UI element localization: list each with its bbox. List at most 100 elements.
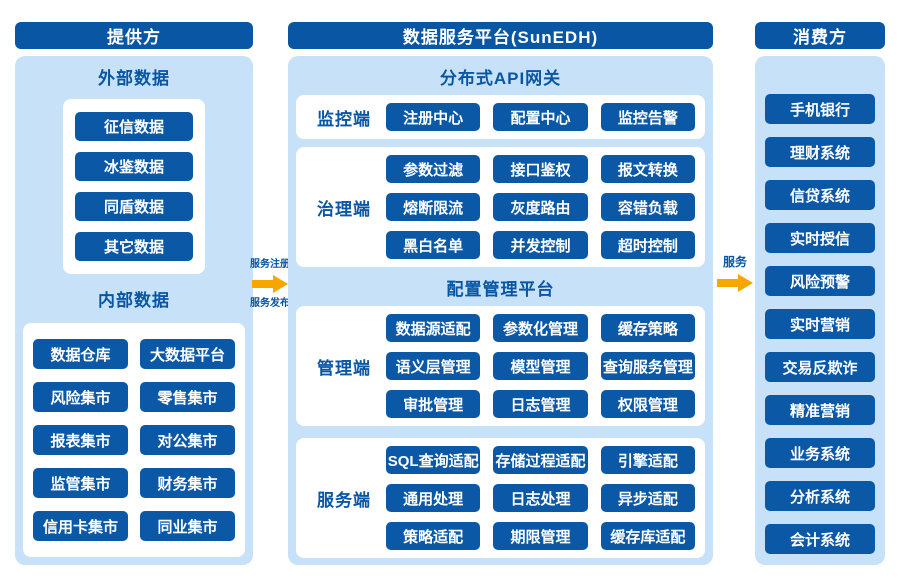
service-row-2: 策略适配 期限管理 缓存库适配 [386, 522, 695, 550]
management-row-0: 数据源适配 参数化管理 缓存策略 [386, 314, 695, 342]
node-engine-adapter: 引擎适配 [600, 446, 695, 474]
right-arrow-icon [717, 274, 753, 292]
node-async-adapter: 异步适配 [600, 484, 695, 512]
external-data-box: 征信数据 冰鉴数据 同盾数据 其它数据 [63, 99, 205, 274]
service-label: 服务 [722, 255, 747, 269]
node-registry-center: 注册中心 [386, 103, 481, 131]
config-platform-title: 配置管理平台 [446, 280, 555, 299]
node-internal-0: 数据仓库 [33, 339, 128, 369]
node-concurrency-control: 并发控制 [493, 231, 588, 259]
node-external-0: 征信数据 [75, 112, 193, 141]
service-rows: SQL查询适配 存储过程适配 引擎适配 通用处理 日志处理 异步适配 策略适配 … [386, 446, 695, 550]
node-parameterized-mgmt: 参数化管理 [493, 314, 588, 342]
node-internal-6: 监管集市 [33, 468, 128, 498]
node-internal-4: 报表集市 [33, 425, 128, 455]
node-internal-1: 大数据平台 [140, 339, 235, 369]
internal-data-box: 数据仓库 大数据平台 风险集市 零售集市 报表集市 对公集市 监管集市 财务集市… [23, 323, 245, 557]
node-cache-policy: 缓存策略 [600, 314, 695, 342]
service-row-1: 通用处理 日志处理 异步适配 [386, 484, 695, 512]
consumer-panel: 手机银行 理财系统 信贷系统 实时授信 风险预警 实时营销 交易反欺诈 精准营销… [755, 56, 885, 565]
management-row-1: 语义层管理 模型管理 查询服务管理 [386, 352, 695, 380]
management-section: 管理端 数据源适配 参数化管理 缓存策略 语义层管理 模型管理 查询服务管理 审… [296, 306, 705, 426]
node-query-service-mgmt: 查询服务管理 [600, 352, 695, 380]
external-data-title: 外部数据 [98, 69, 170, 88]
node-gray-routing: 灰度路由 [493, 193, 588, 221]
node-stored-proc-adapter: 存储过程适配 [493, 446, 588, 474]
monitor-rows: 注册中心 配置中心 监控告警 [386, 103, 695, 131]
node-api-auth: 接口鉴权 [493, 155, 588, 183]
node-message-transform: 报文转换 [600, 155, 695, 183]
platform-panel: 分布式API网关 监控端 注册中心 配置中心 监控告警 治理端 参数过滤 接口鉴… [288, 56, 713, 565]
platform-header: 数据服务平台(SunEDH) [288, 22, 713, 49]
provider-header: 提供方 [15, 22, 253, 49]
service-section: 服务端 SQL查询适配 存储过程适配 引擎适配 通用处理 日志处理 异步适配 策… [296, 438, 705, 558]
node-consumer-2: 信贷系统 [765, 180, 875, 210]
platform-column: 数据服务平台(SunEDH) 分布式API网关 监控端 注册中心 配置中心 监控… [288, 22, 713, 565]
node-consumer-9: 分析系统 [765, 481, 875, 511]
node-config-center: 配置中心 [493, 103, 588, 131]
monitor-row-0: 注册中心 配置中心 监控告警 [386, 103, 695, 131]
node-internal-8: 信用卡集市 [33, 511, 128, 541]
provider-panel: 外部数据 征信数据 冰鉴数据 同盾数据 其它数据 内部数据 数据仓库 大数据平台… [15, 56, 253, 565]
node-timeout-control: 超时控制 [600, 231, 695, 259]
governance-row-2: 黑白名单 并发控制 超时控制 [386, 231, 695, 259]
node-fault-tolerance: 容错负载 [600, 193, 695, 221]
service-publish-label: 服务发布 [250, 298, 290, 309]
provider-column: 提供方 外部数据 征信数据 冰鉴数据 同盾数据 其它数据 内部数据 数据仓库 大… [15, 22, 253, 565]
node-monitor-alert: 监控告警 [600, 103, 695, 131]
node-permission-mgmt: 权限管理 [600, 390, 695, 418]
node-general-processing: 通用处理 [386, 484, 481, 512]
consumer-header: 消费方 [755, 22, 885, 49]
node-consumer-8: 业务系统 [765, 438, 875, 468]
node-external-1: 冰鉴数据 [75, 152, 193, 181]
node-consumer-0: 手机银行 [765, 94, 875, 124]
node-consumer-10: 会计系统 [765, 524, 875, 554]
management-section-label: 管理端 [317, 358, 371, 378]
node-internal-3: 零售集市 [140, 382, 235, 412]
node-consumer-1: 理财系统 [765, 137, 875, 167]
service-section-label: 服务端 [317, 490, 371, 510]
node-log-processing: 日志处理 [493, 484, 588, 512]
governance-section-label: 治理端 [317, 199, 371, 219]
node-sql-query-adapter: SQL查询适配 [386, 446, 481, 474]
node-approval-mgmt: 审批管理 [386, 390, 481, 418]
governance-row-0: 参数过滤 接口鉴权 报文转换 [386, 155, 695, 183]
node-consumer-7: 精准营销 [765, 395, 875, 425]
node-internal-7: 财务集市 [140, 468, 235, 498]
node-consumer-6: 交易反欺诈 [765, 352, 875, 382]
right-arrow-icon [252, 275, 288, 293]
service-row-0: SQL查询适配 存储过程适配 引擎适配 [386, 446, 695, 474]
node-consumer-5: 实时营销 [765, 309, 875, 339]
node-semantic-layer-mgmt: 语义层管理 [386, 352, 481, 380]
node-policy-adapter: 策略适配 [386, 522, 481, 550]
governance-rows: 参数过滤 接口鉴权 报文转换 熔断限流 灰度路由 容错负载 黑白名单 并发控制 … [386, 155, 695, 259]
node-cache-db-adapter: 缓存库适配 [600, 522, 695, 550]
node-consumer-4: 风险预警 [765, 266, 875, 296]
governance-section: 治理端 参数过滤 接口鉴权 报文转换 熔断限流 灰度路由 容错负载 黑白名单 并 [296, 147, 705, 267]
node-param-filter: 参数过滤 [386, 155, 481, 183]
node-term-mgmt: 期限管理 [493, 522, 588, 550]
node-internal-5: 对公集市 [140, 425, 235, 455]
node-external-3: 其它数据 [75, 232, 193, 261]
internal-data-title: 内部数据 [98, 291, 170, 310]
monitor-section: 监控端 注册中心 配置中心 监控告警 [296, 95, 705, 139]
platform-to-consumer-connector: 服务 [714, 255, 756, 296]
node-blackwhite-list: 黑白名单 [386, 231, 481, 259]
governance-row-1: 熔断限流 灰度路由 容错负载 [386, 193, 695, 221]
node-datasource-adapter: 数据源适配 [386, 314, 481, 342]
consumer-list: 手机银行 理财系统 信贷系统 实时授信 风险预警 实时营销 交易反欺诈 精准营销… [755, 56, 885, 554]
monitor-section-label: 监控端 [317, 109, 371, 129]
node-model-mgmt: 模型管理 [493, 352, 588, 380]
management-rows: 数据源适配 参数化管理 缓存策略 语义层管理 模型管理 查询服务管理 审批管理 … [386, 314, 695, 418]
node-internal-2: 风险集市 [33, 382, 128, 412]
service-register-label: 服务注册 [250, 259, 290, 270]
management-row-2: 审批管理 日志管理 权限管理 [386, 390, 695, 418]
node-consumer-3: 实时授信 [765, 223, 875, 253]
consumer-column: 消费方 手机银行 理财系统 信贷系统 实时授信 风险预警 实时营销 交易反欺诈 … [755, 22, 885, 565]
provider-to-platform-connector: 服务注册 服务发布 [249, 258, 291, 310]
node-internal-9: 同业集市 [140, 511, 235, 541]
node-circuit-breaker: 熔断限流 [386, 193, 481, 221]
node-external-2: 同盾数据 [75, 192, 193, 221]
node-log-mgmt: 日志管理 [493, 390, 588, 418]
